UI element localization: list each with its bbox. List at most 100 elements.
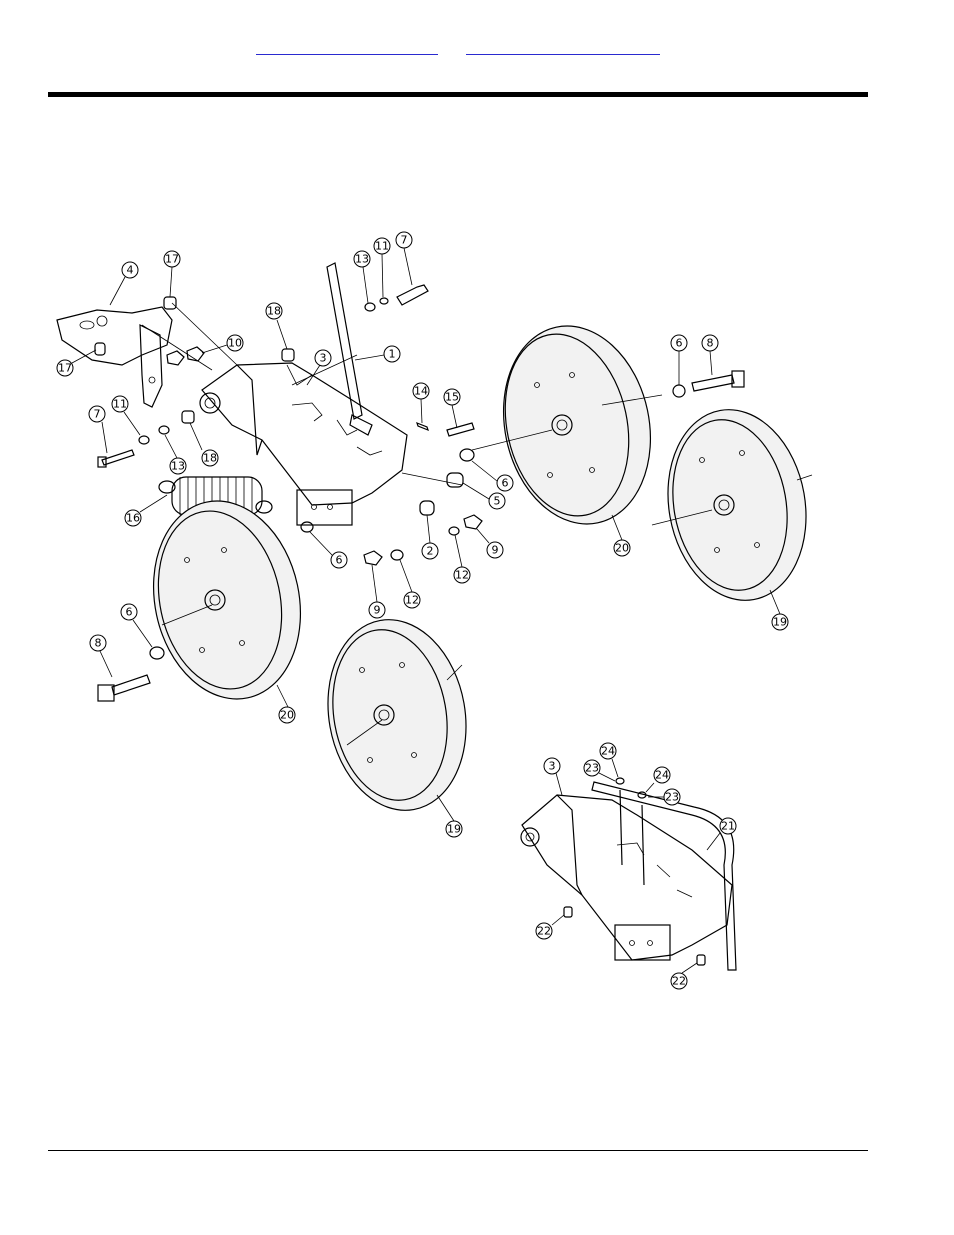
- svg-text:16: 16: [126, 512, 140, 525]
- header-rule: [48, 92, 868, 97]
- svg-text:22: 22: [672, 975, 686, 988]
- callout-22a: 22: [535, 914, 565, 940]
- callout-13a: 13: [353, 250, 371, 304]
- callout-6d: 6: [670, 334, 688, 385]
- header-links: [0, 38, 954, 58]
- svg-text:6: 6: [336, 554, 343, 567]
- callout-7a: 7: [395, 231, 413, 286]
- callout-23a: 23: [583, 759, 616, 782]
- svg-text:14: 14: [414, 385, 428, 398]
- callout-13b: 13: [164, 434, 187, 475]
- mounting-bracket: [56, 306, 173, 408]
- svg-text:2: 2: [427, 545, 434, 558]
- svg-text:15: 15: [445, 391, 459, 404]
- inset-arm-assembly: [520, 777, 737, 971]
- svg-text:24: 24: [601, 745, 615, 758]
- callout-17b: 17: [56, 349, 97, 377]
- svg-text:7: 7: [401, 234, 408, 247]
- callout-14: 14: [412, 382, 430, 424]
- callouts: 4 17 17 10 18 13 11 7 3 1 7 11 18 13 16 …: [56, 231, 789, 990]
- callout-11b: 11: [111, 395, 141, 436]
- lever-handle: [326, 262, 373, 436]
- svg-text:18: 18: [267, 305, 281, 318]
- wheel-19-right: [667, 409, 807, 601]
- svg-text:3: 3: [320, 352, 327, 365]
- svg-text:13: 13: [355, 253, 369, 266]
- svg-text:10: 10: [228, 337, 242, 350]
- callout-3b: 3: [543, 757, 563, 796]
- leader-lines: [141, 302, 813, 746]
- callout-8b: 8: [701, 334, 719, 376]
- callout-6b: 6: [309, 531, 348, 569]
- callout-11a: 11: [373, 237, 391, 298]
- svg-text:22: 22: [537, 925, 551, 938]
- svg-text:3: 3: [549, 760, 556, 773]
- svg-text:9: 9: [492, 544, 499, 557]
- wheel-20-left: [152, 500, 302, 700]
- svg-text:9: 9: [374, 604, 381, 617]
- exploded-parts-diagram: 4 17 17 10 18 13 11 7 3 1 7 11 18 13 16 …: [56, 231, 813, 990]
- svg-text:6: 6: [676, 337, 683, 350]
- svg-text:8: 8: [707, 337, 714, 350]
- callout-24a: 24: [599, 742, 619, 778]
- callout-19b: 19: [769, 589, 789, 631]
- callout-16: 16: [124, 494, 168, 527]
- callout-1: 1: [354, 345, 401, 363]
- svg-text:24: 24: [655, 769, 669, 782]
- callout-7b: 7: [88, 405, 108, 454]
- callout-18a: 18: [265, 302, 288, 350]
- callout-24b: 24: [645, 766, 671, 793]
- callout-6c: 6: [120, 603, 153, 648]
- svg-text:19: 19: [447, 823, 461, 836]
- svg-text:19: 19: [773, 616, 787, 629]
- callout-3a: 3: [306, 349, 332, 386]
- wheel-20-right: [502, 325, 652, 525]
- callout-10: 10: [201, 334, 244, 354]
- bolt-8-left: [111, 674, 151, 696]
- callout-18b: 18: [189, 422, 219, 467]
- callout-8a: 8: [89, 634, 113, 678]
- callout-5: 5: [462, 482, 506, 510]
- callout-4: 4: [109, 261, 139, 306]
- svg-text:12: 12: [455, 569, 469, 582]
- callout-20b: 20: [611, 514, 631, 557]
- header-link-1[interactable]: [256, 38, 438, 55]
- callout-22b: 22: [670, 962, 698, 990]
- callout-23b: 23: [648, 788, 681, 806]
- svg-text:11: 11: [113, 398, 127, 411]
- svg-text:13: 13: [171, 460, 185, 473]
- callout-17a: 17: [163, 250, 181, 298]
- svg-text:21: 21: [721, 820, 735, 833]
- callout-6a: 6: [471, 460, 514, 492]
- svg-text:18: 18: [203, 452, 217, 465]
- svg-text:1: 1: [389, 348, 396, 361]
- svg-text:20: 20: [615, 542, 629, 555]
- svg-text:20: 20: [280, 709, 294, 722]
- callout-21: 21: [706, 817, 737, 851]
- svg-text:17: 17: [58, 362, 72, 375]
- callout-2: 2: [421, 514, 439, 560]
- svg-text:4: 4: [127, 264, 134, 277]
- callout-9b: 9: [368, 564, 386, 619]
- header-link-2[interactable]: [466, 38, 660, 55]
- callout-20a: 20: [276, 684, 296, 724]
- svg-text:6: 6: [502, 477, 509, 490]
- callout-9a: 9: [476, 528, 504, 559]
- svg-text:12: 12: [405, 594, 419, 607]
- svg-text:17: 17: [165, 253, 179, 266]
- callout-15: 15: [443, 388, 461, 429]
- svg-text:7: 7: [94, 408, 101, 421]
- footer-rule: [48, 1150, 868, 1151]
- svg-text:11: 11: [375, 240, 389, 253]
- callout-12b: 12: [399, 559, 421, 609]
- callout-19a: 19: [436, 794, 463, 838]
- hardware: [97, 284, 483, 566]
- svg-text:23: 23: [665, 791, 679, 804]
- svg-text:8: 8: [95, 637, 102, 650]
- svg-text:6: 6: [126, 606, 133, 619]
- svg-text:5: 5: [494, 495, 501, 508]
- arm-body: [199, 362, 408, 526]
- bolt-8-right: [691, 374, 735, 392]
- svg-text:23: 23: [585, 762, 599, 775]
- wheel-19-left: [327, 619, 467, 811]
